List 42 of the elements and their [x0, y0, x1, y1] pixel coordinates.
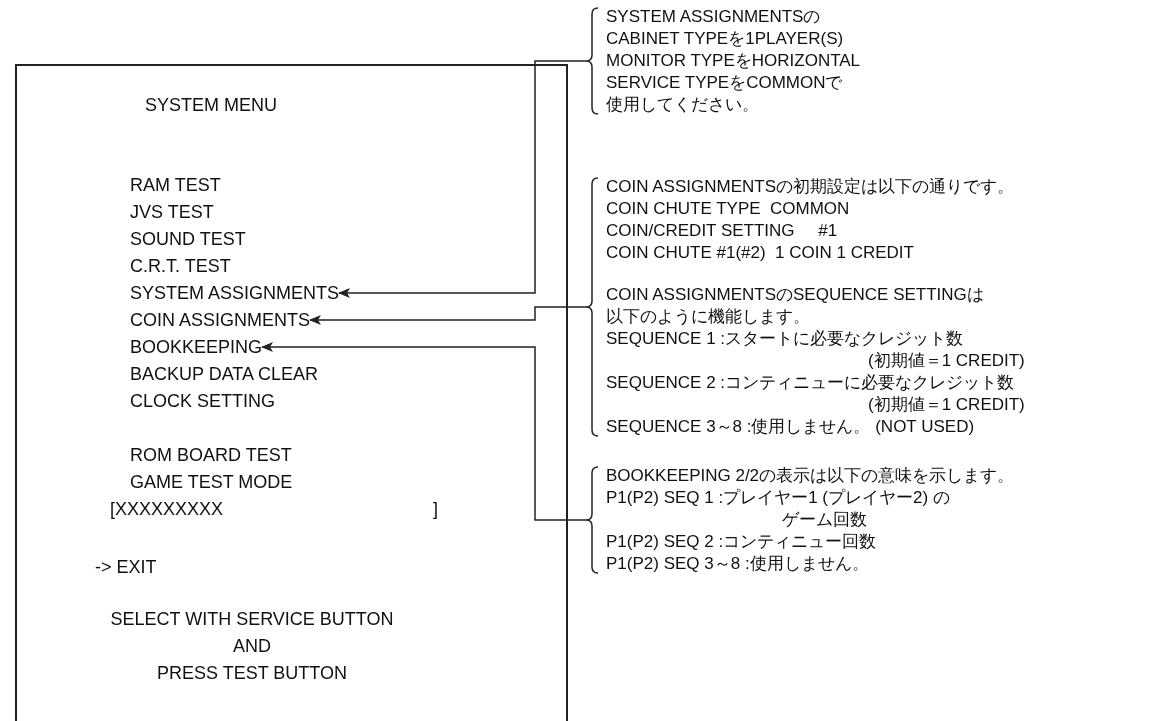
- note-line: COIN/CREDIT SETTING #1: [606, 220, 839, 242]
- note-line: P1(P2) SEQ 3～8 :使用しません。: [606, 553, 870, 575]
- menu-item: RAM TEST: [130, 174, 221, 196]
- menu-item: JVS TEST: [130, 201, 214, 223]
- menu-item: ROM BOARD TEST: [130, 444, 292, 466]
- note-line: COIN CHUTE #1(#2) 1 COIN 1 CREDIT: [606, 242, 915, 264]
- input-line: [XXXXXXXXX ]: [110, 498, 439, 520]
- note-line: 以下のように機能します。: [606, 306, 811, 328]
- note-line: SYSTEM ASSIGNMENTSの: [606, 6, 822, 28]
- note-line: (初期値＝1 CREDIT): [867, 394, 1025, 416]
- instruction-text: SELECT WITH SERVICE BUTTON: [109, 608, 395, 630]
- note-line: SERVICE TYPEをCOMMONで: [606, 72, 844, 94]
- note-line: P1(P2) SEQ 1 :プレイヤー1 (プレイヤー2) の: [606, 487, 951, 509]
- menu-item: GAME TEST MODE: [130, 471, 293, 493]
- menu-item: C.R.T. TEST: [130, 255, 231, 277]
- menu-title: SYSTEM MENU: [145, 94, 277, 116]
- note-line: SEQUENCE 2 :コンティニューに必要なクレジット数: [606, 372, 1016, 394]
- arrow: [261, 342, 587, 521]
- note-line: SEQUENCE 3～8 :使用しません。 (NOT USED): [606, 416, 976, 438]
- menu-item: COIN ASSIGNMENTS: [130, 309, 311, 331]
- note-line: COIN CHUTE TYPE COMMON: [606, 198, 851, 220]
- menu-item: SOUND TEST: [130, 228, 246, 250]
- note-line: ゲーム回数: [781, 509, 868, 531]
- menu-item: SYSTEM ASSIGNMENTS: [130, 282, 340, 304]
- exit-option: -> EXIT: [95, 556, 157, 578]
- note-line: CABINET TYPEを1PLAYER(S): [606, 28, 845, 50]
- menu-item: CLOCK SETTING: [130, 390, 276, 412]
- screen-frame: [15, 64, 568, 721]
- note-line: MONITOR TYPEをHORIZONTAL: [606, 50, 861, 72]
- menu-item: BOOKKEEPING: [130, 336, 263, 358]
- note-line: 使用してください。: [606, 94, 760, 116]
- note-line: (初期値＝1 CREDIT): [867, 350, 1025, 372]
- instruction-text: AND: [232, 635, 272, 657]
- menu-item: BACKUP DATA CLEAR: [130, 363, 319, 385]
- note-line: SEQUENCE 1 :スタートに必要なクレジット数: [606, 328, 965, 350]
- instruction-text: PRESS TEST BUTTON: [155, 662, 348, 684]
- note-line: COIN ASSIGNMENTSの初期設定は以下の通りです。: [606, 176, 1016, 198]
- note-line: COIN ASSIGNMENTSのSEQUENCE SETTINGは: [606, 284, 985, 306]
- note-line: P1(P2) SEQ 2 :コンティニュー回数: [606, 531, 878, 553]
- arrow: [309, 306, 587, 325]
- arrow: [338, 60, 587, 298]
- note-line: BOOKKEEPING 2/2の表示は以下の意味を示します。: [606, 465, 1015, 487]
